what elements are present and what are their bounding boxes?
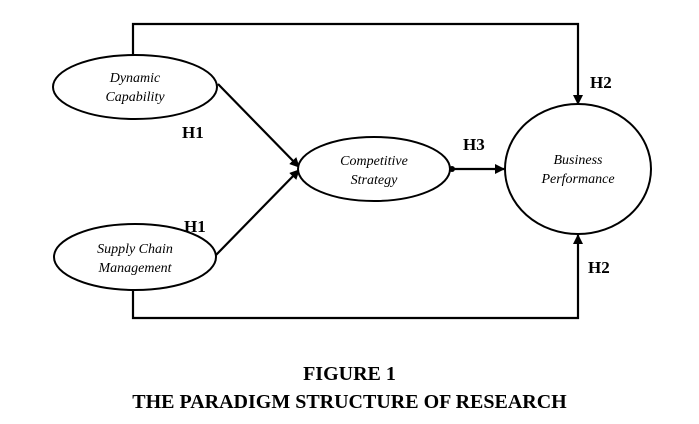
node-competitive-strategy: Competitive Strategy	[297, 136, 451, 202]
node-business-performance: Business Performance	[504, 103, 652, 235]
node-supply-chain-management-line-2: Management	[97, 261, 172, 276]
figure-number: FIGURE 1	[303, 363, 396, 385]
hypothesis-label-h2-top: H2	[590, 73, 612, 92]
hypothesis-label-h2-bottom: H2	[588, 258, 610, 277]
node-dynamic-capability: Dynamic Capability	[52, 54, 218, 120]
edge-dynamic-capability-to-competitive-strategy	[217, 83, 300, 168]
figure-title: THE PARADIGM STRUCTURE OF RESEARCH	[132, 391, 567, 413]
hypothesis-label-h1-dynamic-capability: H1	[182, 123, 204, 142]
hypothesis-label-h3: H3	[463, 135, 485, 154]
node-competitive-strategy-line-1: Competitive	[340, 154, 408, 169]
node-business-performance-line-1: Business	[554, 153, 604, 168]
node-competitive-strategy-line-2: Strategy	[351, 173, 398, 188]
edge-dynamic-capability-to-business-performance	[131, 22, 583, 105]
node-business-performance-line-2: Performance	[540, 172, 614, 187]
hypothesis-label-h1-supply-chain: H1	[184, 217, 206, 236]
node-supply-chain-management: Supply Chain Management	[53, 223, 217, 291]
node-dynamic-capability-line-1: Dynamic	[109, 71, 161, 86]
node-supply-chain-management-line-1: Supply Chain	[97, 242, 173, 257]
edge-supply-chain-to-business-performance	[131, 234, 583, 320]
edge-supply-chain-to-competitive-strategy	[215, 169, 300, 256]
node-dynamic-capability-line-2: Capability	[105, 90, 165, 105]
